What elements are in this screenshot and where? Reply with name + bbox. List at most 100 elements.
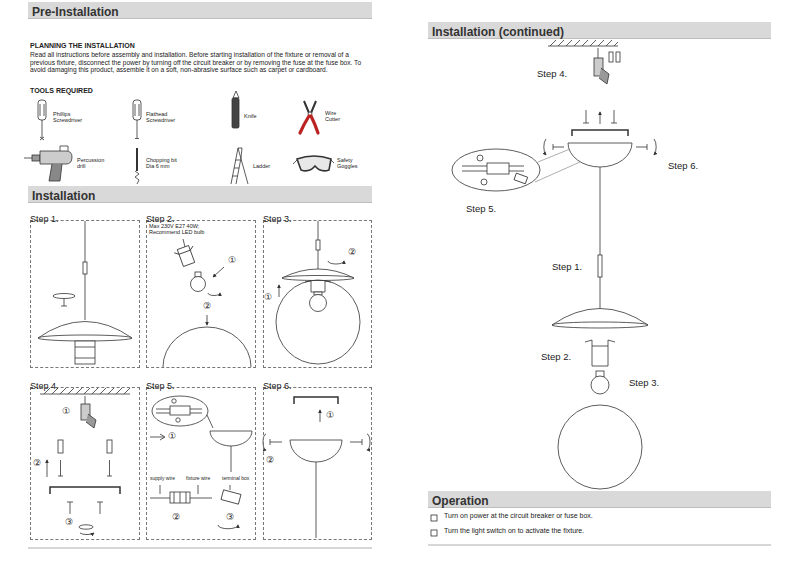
wiring (150, 396, 252, 529)
page-rule (28, 545, 771, 548)
exploded-pendant (481, 179, 487, 185)
safety-goggles-icon (293, 156, 334, 171)
spec-note: Max 230V E27 40W; Recommend LED bulb (149, 223, 211, 236)
phillips-screwdriver-icon (40, 137, 44, 140)
safety-goggles-icon (293, 160, 334, 164)
step-label: Step 3. (629, 378, 659, 389)
wiring (170, 492, 190, 503)
exploded-pendant (585, 340, 615, 366)
callout-number: ② (172, 512, 180, 522)
checkbox (431, 515, 437, 521)
exploded-pendant (452, 40, 656, 489)
exploded-pendant (487, 163, 509, 174)
bracket-mounting (107, 440, 112, 453)
phillips-screwdriver-icon (42, 120, 43, 138)
step-label: Step 6. (668, 161, 698, 172)
callout-number: ① (326, 410, 334, 420)
callout-number: ② (203, 301, 211, 311)
exploded-pendant (599, 68, 609, 84)
wire-label: terminal box (222, 476, 249, 482)
bracket-mounting (80, 533, 94, 535)
exploded-pendant (600, 167, 601, 310)
bracket-mounting (85, 396, 86, 404)
exploded-pendant (583, 110, 617, 123)
tool-name: Knife (244, 113, 257, 119)
callout-number: ② (33, 458, 41, 468)
dashed-panel (30, 220, 140, 368)
exploded-pendant (477, 155, 483, 161)
flathead-screwdriver-icon (135, 138, 139, 139)
step-label: Step 1. (552, 262, 582, 273)
percussion-drill-icon (40, 151, 72, 164)
safety-goggles-icon (297, 156, 331, 171)
bracket-mounting (79, 525, 93, 529)
dashed-panel (146, 387, 256, 540)
tool-name: Ladder (253, 163, 270, 169)
pendant-parts (75, 347, 95, 358)
instruction-text: Read all instructions before assembly an… (30, 51, 370, 74)
drill-bit-icon (135, 148, 139, 184)
wiring (156, 409, 202, 413)
wiring (218, 525, 238, 529)
knife-icon (232, 91, 239, 128)
tool-name: Flathead Screwdriver (146, 111, 180, 124)
exploded-pendant (591, 376, 609, 394)
bracket-mounting (50, 487, 120, 494)
socket-and-bulb (213, 267, 224, 277)
exploded-pendant (654, 139, 656, 155)
bracket-mounting (40, 388, 130, 535)
exploded-pendant (462, 166, 524, 171)
step-label: Step 2. (541, 352, 571, 363)
step-panel: Step 5. (146, 375, 256, 540)
drill-bit-icon (135, 171, 139, 184)
dashed-panel (146, 220, 256, 368)
canopy-fixing (294, 397, 338, 404)
wiring (152, 396, 208, 426)
step-heading: Step 5. (146, 381, 175, 392)
exploded-pendant (544, 139, 546, 155)
wire-cutter-icon (304, 101, 316, 113)
wiring (150, 434, 165, 440)
operation-step: Turn on power at the circuit breaker or … (444, 512, 593, 520)
pendant-parts (83, 262, 87, 274)
callout-number: ① (62, 406, 70, 416)
percussion-drill-icon (24, 146, 72, 181)
exploded-pendant (452, 149, 540, 191)
shade-and-globe (276, 280, 360, 364)
percussion-drill-icon (24, 158, 32, 159)
step-heading: Step 6. (263, 381, 292, 392)
socket-and-bulb (207, 315, 208, 325)
exploded-pendant (550, 40, 618, 46)
step-panel: Step 4. (30, 375, 140, 540)
callout-number: ① (228, 255, 236, 265)
wiring (190, 498, 212, 499)
tool-name: Phillips Screwdriver (53, 111, 87, 124)
shade-and-globe (316, 240, 320, 250)
wiring (160, 485, 230, 494)
section-band: Installation (continued) (428, 22, 771, 39)
ladder-icon (231, 148, 248, 184)
step-panel: Step 3. (263, 208, 372, 368)
canopy-fixing (367, 434, 370, 450)
pendant-parts (53, 294, 75, 299)
shade-and-globe (305, 281, 331, 292)
exploded-pendant (598, 255, 602, 277)
knife-icon (233, 91, 239, 98)
tool-name: Safety Goggles (337, 157, 363, 170)
pendant-parts (38, 221, 132, 364)
exploded-pendant (609, 52, 613, 62)
shade-and-globe (328, 261, 344, 264)
wiring (231, 446, 232, 472)
dashed-panel (263, 220, 372, 368)
flathead-screwdriver-icon (135, 104, 139, 116)
canopy-fixing (290, 440, 342, 462)
section-subheading: PLANNING THE INSTALLATION (30, 42, 135, 50)
phillips-screwdriver-icon (40, 104, 44, 116)
flathead-screwdriver-icon (133, 100, 141, 120)
shade-and-globe (310, 295, 327, 312)
pendant-parts (38, 335, 132, 341)
canopy-fixing (270, 439, 362, 445)
